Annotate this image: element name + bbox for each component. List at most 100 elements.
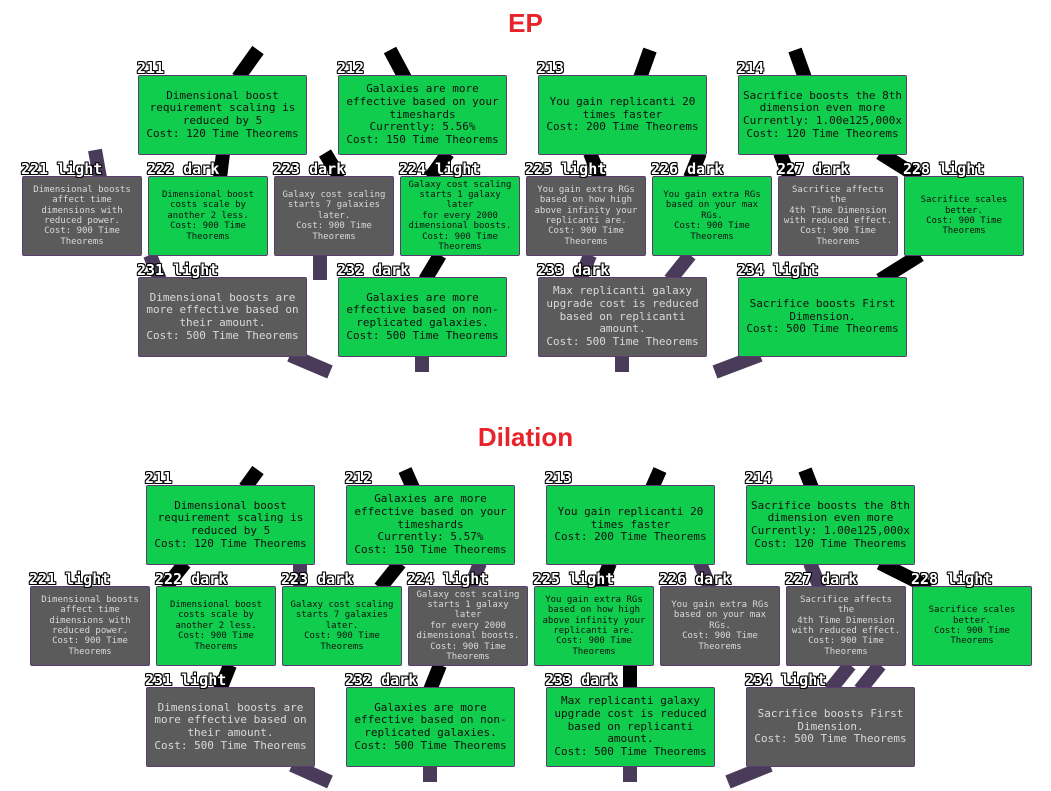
study-id-label: 221 light (21, 160, 103, 178)
study-cost: Cost: 900 Time Theorems (548, 226, 624, 247)
study-cost: Cost: 900 Time Theorems (178, 631, 254, 652)
study-cost: Cost: 120 Time Theorems (154, 536, 307, 550)
study-cost: Cost: 900 Time Theorems (674, 221, 750, 242)
study-222[interactable]: Dimensional boost costs scale by another… (148, 176, 268, 256)
study-cost: Cost: 120 Time Theorems (146, 126, 299, 140)
study-cost: Cost: 120 Time Theorems (746, 126, 899, 140)
study-description: Galaxy cost scaling starts 7 galaxies la… (290, 600, 394, 631)
study-id-label: 213 (545, 469, 573, 487)
study-id-label: 212 (345, 469, 373, 487)
study-223[interactable]: Galaxy cost scaling starts 7 galaxies la… (274, 176, 394, 256)
study-233[interactable]: Max replicanti galaxy upgrade cost is re… (546, 687, 715, 767)
study-cost: Cost: 900 Time Theorems (556, 636, 632, 657)
study-id-label: 211 (145, 469, 173, 487)
dilation-section: Dilation Dimension (0, 410, 1051, 790)
study-227[interactable]: Sacrifice affects the 4th Time Dimension… (778, 176, 898, 256)
study-234[interactable]: Sacrifice boosts First Dimension. Cost: … (738, 277, 907, 357)
study-cost: Cost: 900 Time Theorems (422, 231, 498, 252)
study-id-label: 223 dark (273, 160, 346, 178)
study-id-label: 233 dark (537, 261, 610, 279)
study-description: Dimensional boosts affect time dimension… (41, 594, 139, 636)
study-228[interactable]: Sacrifice scales better. Cost: 900 Time … (912, 586, 1032, 666)
study-id-label: 226 dark (659, 570, 732, 588)
study-id-label: 228 light (911, 570, 993, 588)
study-description: Dimensional boost requirement scaling is… (149, 88, 296, 127)
study-description: You gain extra RGs based on your max RGs… (671, 600, 769, 631)
study-cost: Cost: 500 Time Theorems (346, 328, 499, 342)
study-description: Galaxies are more effective based on non… (346, 290, 499, 329)
study-id-label: 224 light (399, 160, 481, 178)
study-231[interactable]: Dimensional boosts are more effective ba… (146, 687, 315, 767)
study-description: Sacrifice affects the 4th Time Dimension… (791, 594, 901, 636)
study-id-label: 214 (745, 469, 773, 487)
study-232[interactable]: Galaxies are more effective based on non… (338, 277, 507, 357)
study-221[interactable]: Dimensional boosts affect time dimension… (22, 176, 142, 256)
study-id-label: 225 light (533, 570, 615, 588)
study-description: Galaxies are more effective based on you… (354, 492, 507, 544)
study-212[interactable]: Galaxies are more effective based on you… (338, 75, 507, 155)
study-description: You gain replicanti 20 times faster (557, 505, 704, 531)
study-213[interactable]: You gain replicanti 20 times faster Cost… (538, 75, 707, 155)
study-cost: Cost: 900 Time Theorems (682, 631, 758, 652)
study-225[interactable]: You gain extra RGs based on how high abo… (526, 176, 646, 256)
study-cost: Cost: 900 Time Theorems (926, 216, 1002, 237)
section-title: Dilation (477, 422, 574, 452)
study-description: Sacrifice scales better. (928, 605, 1016, 626)
study-cost: Cost: 200 Time Theorems (554, 530, 707, 544)
study-cost: Cost: 900 Time Theorems (934, 626, 1010, 647)
study-description: Dimensional boosts are more effective ba… (154, 700, 307, 739)
study-cost: Cost: 500 Time Theorems (154, 738, 307, 752)
study-description: Galaxies are more effective based on you… (346, 82, 499, 134)
study-description: Dimensional boost costs scale by another… (169, 600, 263, 631)
study-cost: Cost: 500 Time Theorems (754, 732, 907, 746)
study-234[interactable]: Sacrifice boosts First Dimension. Cost: … (746, 687, 915, 767)
study-id-label: 222 dark (155, 570, 228, 588)
study-id-label: 221 light (29, 570, 111, 588)
section-title: EP (508, 8, 543, 38)
study-description: Sacrifice boosts First Dimension. (757, 707, 904, 733)
study-description: Sacrifice boosts First Dimension. (749, 297, 896, 323)
study-cost: Cost: 900 Time Theorems (800, 226, 876, 247)
study-228[interactable]: Sacrifice scales better. Cost: 900 Time … (904, 176, 1024, 256)
study-225[interactable]: You gain extra RGs based on how high abo… (534, 586, 654, 666)
study-221[interactable]: Dimensional boosts affect time dimension… (30, 586, 150, 666)
study-224[interactable]: Galaxy cost scaling starts 1 galaxy late… (400, 176, 520, 256)
study-cost: Cost: 900 Time Theorems (52, 636, 128, 657)
study-cost: Cost: 500 Time Theorems (554, 744, 707, 758)
study-222[interactable]: Dimensional boost costs scale by another… (156, 586, 276, 666)
study-id-label: 223 dark (281, 570, 354, 588)
study-description: You gain extra RGs based on how high abo… (542, 594, 646, 636)
study-232[interactable]: Galaxies are more effective based on non… (346, 687, 515, 767)
study-211[interactable]: Dimensional boost requirement scaling is… (146, 485, 315, 565)
study-cost: Cost: 500 Time Theorems (146, 328, 299, 342)
study-id-label: 224 light (407, 570, 489, 588)
study-211[interactable]: Dimensional boost requirement scaling is… (138, 75, 307, 155)
study-id-label: 232 dark (337, 261, 410, 279)
study-213[interactable]: You gain replicanti 20 times faster Cost… (546, 485, 715, 565)
study-233[interactable]: Max replicanti galaxy upgrade cost is re… (538, 277, 707, 357)
study-description: You gain extra RGs based on your max RGs… (663, 190, 761, 221)
study-description: Galaxy cost scaling starts 1 galaxy late… (416, 589, 520, 642)
study-212[interactable]: Galaxies are more effective based on you… (346, 485, 515, 565)
study-description: Sacrifice boosts the 8th dimension even … (743, 88, 902, 127)
study-231[interactable]: Dimensional boosts are more effective ba… (138, 277, 307, 357)
study-description: Sacrifice affects the 4th Time Dimension… (783, 184, 893, 226)
study-id-label: 228 light (903, 160, 985, 178)
study-227[interactable]: Sacrifice affects the 4th Time Dimension… (786, 586, 906, 666)
study-223[interactable]: Galaxy cost scaling starts 7 galaxies la… (282, 586, 402, 666)
study-cost: Cost: 200 Time Theorems (546, 120, 699, 134)
study-214[interactable]: Sacrifice boosts the 8th dimension even … (746, 485, 915, 565)
study-description: Max replicanti galaxy upgrade cost is re… (554, 694, 707, 746)
study-id-label: 231 light (145, 671, 227, 689)
study-224[interactable]: Galaxy cost scaling starts 1 galaxy late… (408, 586, 528, 666)
study-description: Dimensional boost requirement scaling is… (157, 498, 304, 537)
study-214[interactable]: Sacrifice boosts the 8th dimension even … (738, 75, 907, 155)
study-id-label: 234 light (745, 671, 827, 689)
study-226[interactable]: You gain extra RGs based on your max RGs… (652, 176, 772, 256)
study-226[interactable]: You gain extra RGs based on your max RGs… (660, 586, 780, 666)
study-id-label: 211 (137, 59, 165, 77)
study-cost: Cost: 900 Time Theorems (808, 636, 884, 657)
study-description: Dimensional boosts affect time dimension… (33, 184, 131, 226)
study-id-label: 225 light (525, 160, 607, 178)
study-id-label: 227 dark (777, 160, 850, 178)
